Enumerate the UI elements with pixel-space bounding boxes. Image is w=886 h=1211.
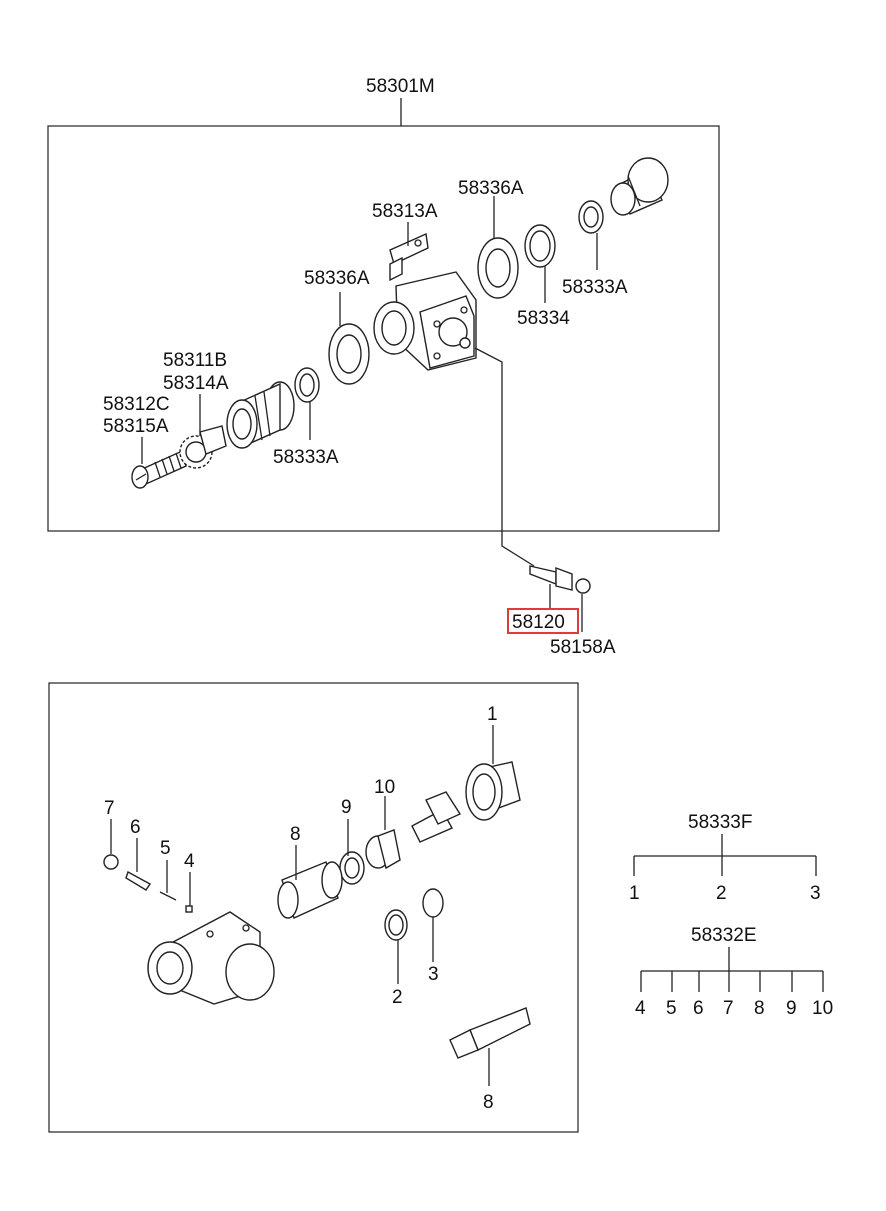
kit-num-3[interactable]: 3 [428, 964, 439, 985]
legend-kit-a: 58333F 1 2 3 [629, 812, 821, 904]
legend-kit-a-item[interactable]: 1 [629, 883, 640, 904]
kit-num-5[interactable]: 5 [160, 838, 171, 859]
kit-num-10[interactable]: 10 [374, 777, 395, 798]
legend-kit-b-code[interactable]: 58332E [691, 925, 757, 946]
label-58120[interactable]: 58120 [512, 612, 565, 633]
seal-left-drawing [294, 367, 320, 403]
kit-num-7[interactable]: 7 [104, 798, 115, 819]
kit-num-2[interactable]: 2 [392, 987, 403, 1008]
kit-part-1-drawing [465, 761, 521, 821]
label-58313A[interactable]: 58313A [372, 201, 438, 222]
label-58312C[interactable]: 58312C [103, 394, 170, 415]
upper-frame [47, 125, 720, 532]
piston-drawing [226, 381, 295, 449]
kit-part-5-drawing [159, 891, 177, 901]
label-58333A-right[interactable]: 58333A [562, 277, 628, 298]
kit-part-9-drawing [339, 851, 365, 885]
bleeder-group: 58120 58158A [507, 565, 616, 658]
kit-housing-drawing [147, 911, 275, 1005]
label-58315A[interactable]: 58315A [103, 416, 169, 437]
assembly-code-label[interactable]: 58301M [366, 76, 435, 97]
legend-kit-b-item[interactable]: 5 [666, 998, 677, 1019]
kit-num-8a[interactable]: 8 [290, 824, 301, 845]
legend-kit-b-item[interactable]: 10 [812, 998, 833, 1019]
label-58336A-left[interactable]: 58336A [304, 268, 370, 289]
cylinder-body-drawing [373, 271, 477, 371]
piston-right-drawing [610, 157, 669, 216]
kit-part-6-drawing [125, 870, 152, 891]
kit-part-7-drawing [103, 854, 119, 870]
bleeder-highlight [507, 608, 579, 634]
legend-kit-b: 58332E 4 5 6 7 8 9 10 [635, 925, 833, 1019]
legend-kit-b-item[interactable]: 8 [754, 998, 765, 1019]
kit-part-10-drawing [365, 791, 462, 870]
plate-drawing [389, 232, 429, 282]
upper-assembly: 58301M 58312C 58315A 58311B 58314A [47, 76, 720, 567]
kit-num-9[interactable]: 9 [341, 797, 352, 818]
label-58336A-right[interactable]: 58336A [458, 178, 524, 199]
kit-part-2-drawing [384, 909, 408, 941]
kit-part-4-drawing [185, 905, 193, 913]
label-58334[interactable]: 58334 [517, 308, 570, 329]
kit-num-4[interactable]: 4 [184, 851, 195, 872]
cup-right-drawing [477, 237, 519, 299]
legend-kit-b-item[interactable]: 7 [723, 998, 734, 1019]
legend-kit-a-item[interactable]: 2 [716, 883, 727, 904]
kit-num-8b[interactable]: 8 [483, 1092, 494, 1113]
label-58314A[interactable]: 58314A [163, 373, 229, 394]
legend-kit-a-item[interactable]: 3 [810, 883, 821, 904]
label-58158A[interactable]: 58158A [550, 637, 616, 658]
kit-num-6[interactable]: 6 [130, 817, 141, 838]
ring-drawing [524, 224, 556, 268]
adjuster-wheel-drawing [179, 425, 227, 469]
bleeder-drawing [529, 565, 591, 594]
legend-kit-a-code[interactable]: 58333F [688, 812, 752, 833]
bleeder-leader [474, 347, 535, 567]
lower-kit: 1 10 9 8 7 [48, 682, 579, 1133]
kit-tube-drawing [449, 1007, 531, 1059]
kit-part-3-drawing [422, 888, 444, 918]
label-58333A-left[interactable]: 58333A [273, 447, 339, 468]
cup-left-drawing [328, 323, 370, 385]
legend-kit-b-item[interactable]: 9 [786, 998, 797, 1019]
seal-right-drawing [578, 200, 604, 234]
kit-num-1[interactable]: 1 [487, 704, 498, 725]
lower-frame [48, 682, 579, 1133]
label-58311B[interactable]: 58311B [163, 350, 227, 371]
legend-kit-b-item[interactable]: 4 [635, 998, 646, 1019]
kit-part-8-drawing [277, 861, 343, 919]
legend-kit-b-item[interactable]: 6 [693, 998, 704, 1019]
bleeder-screw-drawing [131, 451, 187, 489]
